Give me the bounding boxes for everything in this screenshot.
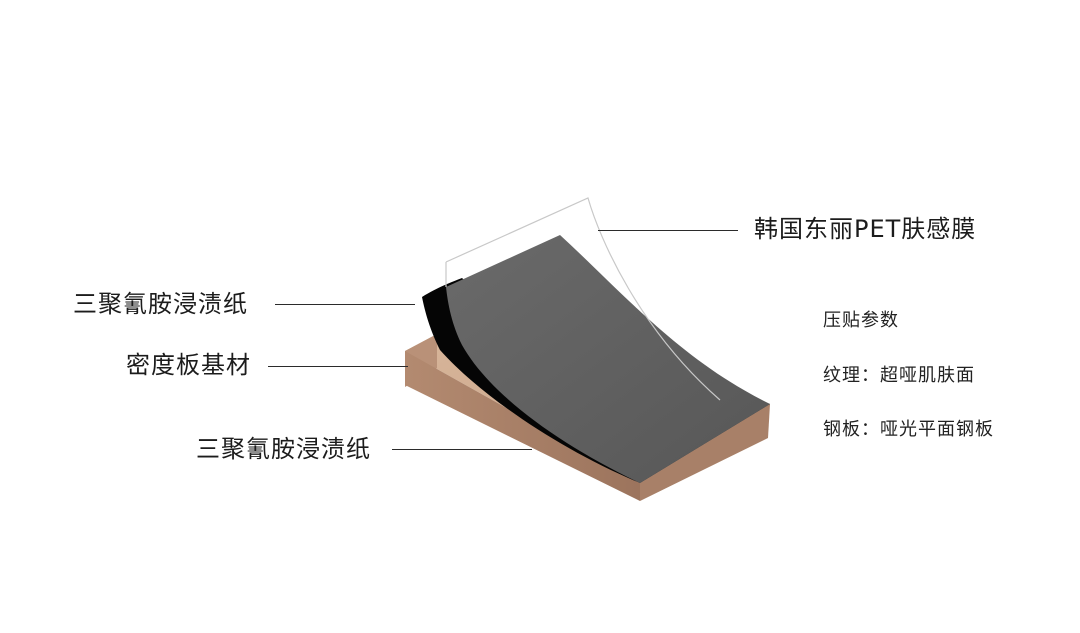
label-substrate: 密度板基材 — [126, 351, 251, 379]
leader-line-melamine-top — [275, 304, 415, 305]
leader-line-pet-film — [598, 230, 738, 231]
board-side-face — [640, 404, 770, 501]
params-plate: 钢板：哑光平面钢板 — [823, 419, 994, 440]
label-melamine-bottom: 三聚氰胺浸渍纸 — [196, 435, 371, 463]
params-title: 压贴参数 — [823, 310, 899, 331]
leader-line-substrate — [268, 366, 408, 367]
board-front-face — [405, 351, 640, 501]
label-melamine-top: 三聚氰胺浸渍纸 — [73, 290, 248, 318]
label-pet-film: 韩国东丽PET肤感膜 — [754, 215, 977, 243]
pet-film — [445, 197, 721, 401]
params-texture: 纹理：超哑肌肤面 — [823, 365, 975, 386]
leader-line-melamine-bottom — [392, 449, 532, 450]
decor-layer — [446, 235, 770, 483]
